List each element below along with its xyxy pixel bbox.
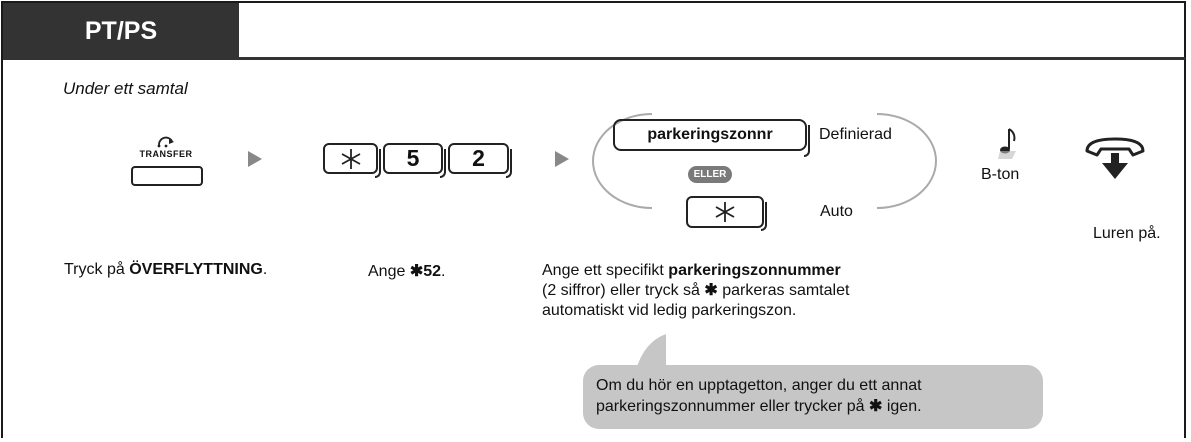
- step-arrow-icon: [248, 151, 262, 167]
- header-rule: [3, 57, 1185, 60]
- handset-on-hook-icon: [1085, 137, 1145, 179]
- asterisk-icon: [715, 202, 735, 222]
- header-tab: PT/PS: [3, 3, 239, 59]
- digit-key-5[interactable]: 5: [383, 143, 446, 178]
- or-badge: ELLER: [688, 166, 732, 183]
- note-bubble: Om du hör en upptagetton, anger du ett a…: [583, 365, 1043, 429]
- note-line2: parkeringszonnummer eller trycker på ✱ i…: [596, 398, 922, 415]
- music-note-icon: [998, 128, 1016, 159]
- auto-label: Auto: [820, 203, 853, 220]
- parking-zone-button[interactable]: parkeringszonnr: [613, 119, 810, 157]
- asterisk-icon: [341, 149, 360, 169]
- transfer-button-caption: TRANSFER: [139, 149, 193, 159]
- step2-instruction: Ange ✱52.: [368, 263, 446, 280]
- step3-instruction: Ange ett specifikt parkeringszonnummer (…: [542, 262, 850, 319]
- defined-label: Definierad: [819, 126, 892, 143]
- subtitle: Under ett samtal: [63, 79, 188, 98]
- b-tone-label: B-ton: [981, 166, 1020, 183]
- step-arrow-icon: [555, 151, 569, 167]
- note-line1: Om du hör en upptagetton, anger du ett a…: [596, 377, 922, 394]
- step1-instruction: Tryck på ÖVERFLYTTNING.: [64, 261, 268, 278]
- transfer-button[interactable]: [131, 166, 203, 186]
- transfer-arrow-icon: [157, 136, 174, 148]
- header-title: PT/PS: [84, 17, 158, 45]
- digit-key-2[interactable]: 2: [448, 143, 512, 178]
- star-auto-key[interactable]: [686, 196, 767, 231]
- hang-up-label: Luren på.: [1093, 225, 1161, 242]
- bubble-tail: [636, 334, 666, 370]
- star-key[interactable]: [323, 143, 381, 178]
